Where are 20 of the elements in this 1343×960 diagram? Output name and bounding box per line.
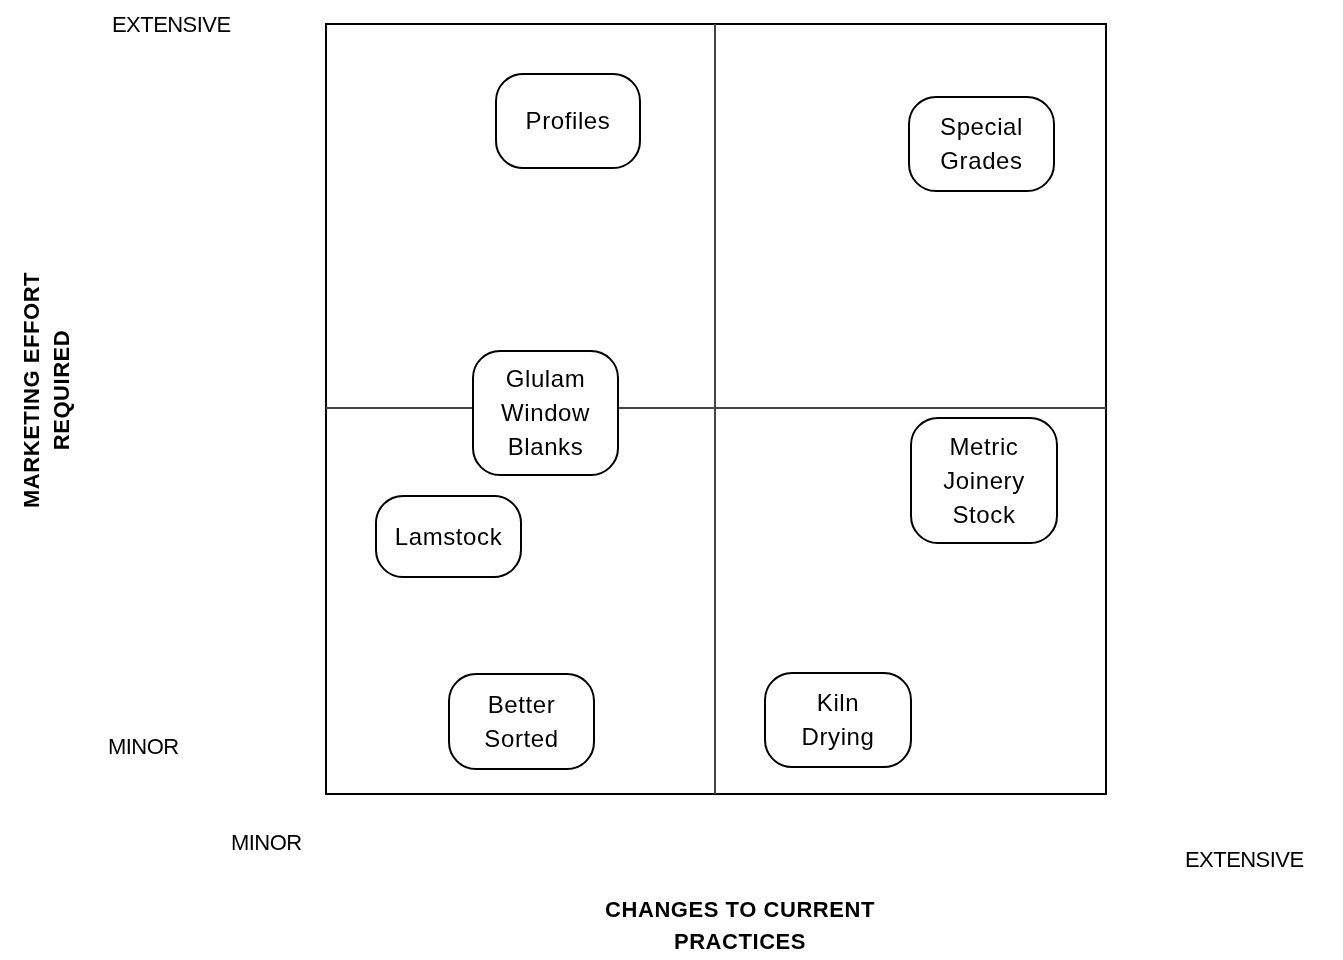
axis-label: MINOR — [231, 829, 302, 857]
node-label: Glulam Window Blanks — [500, 364, 591, 462]
axis-label: MARKETING EFFORT REQUIRED — [18, 270, 75, 511]
rounded-box — [910, 417, 1058, 544]
rounded-box — [448, 673, 595, 770]
rounded-box — [764, 672, 912, 768]
node-label: Lamstock — [394, 521, 503, 552]
rounded-box — [908, 96, 1055, 192]
node-label: Better Sorted — [483, 689, 560, 754]
node-label: Profiles — [525, 106, 611, 136]
node-label: Special Grades — [939, 112, 1024, 176]
axis-label: EXTENSIVE — [112, 11, 231, 39]
axis-label: MINOR — [108, 733, 179, 761]
node-label: Kiln Drying — [800, 688, 876, 752]
node-label: Metric Joinery Stock — [942, 431, 1026, 530]
rounded-box — [375, 495, 522, 578]
axis-label: EXTENSIVE — [1185, 846, 1304, 874]
axis-label: CHANGES TO CURRENT PRACTICES — [604, 896, 876, 956]
rounded-box — [495, 73, 641, 169]
rounded-box — [472, 350, 619, 476]
